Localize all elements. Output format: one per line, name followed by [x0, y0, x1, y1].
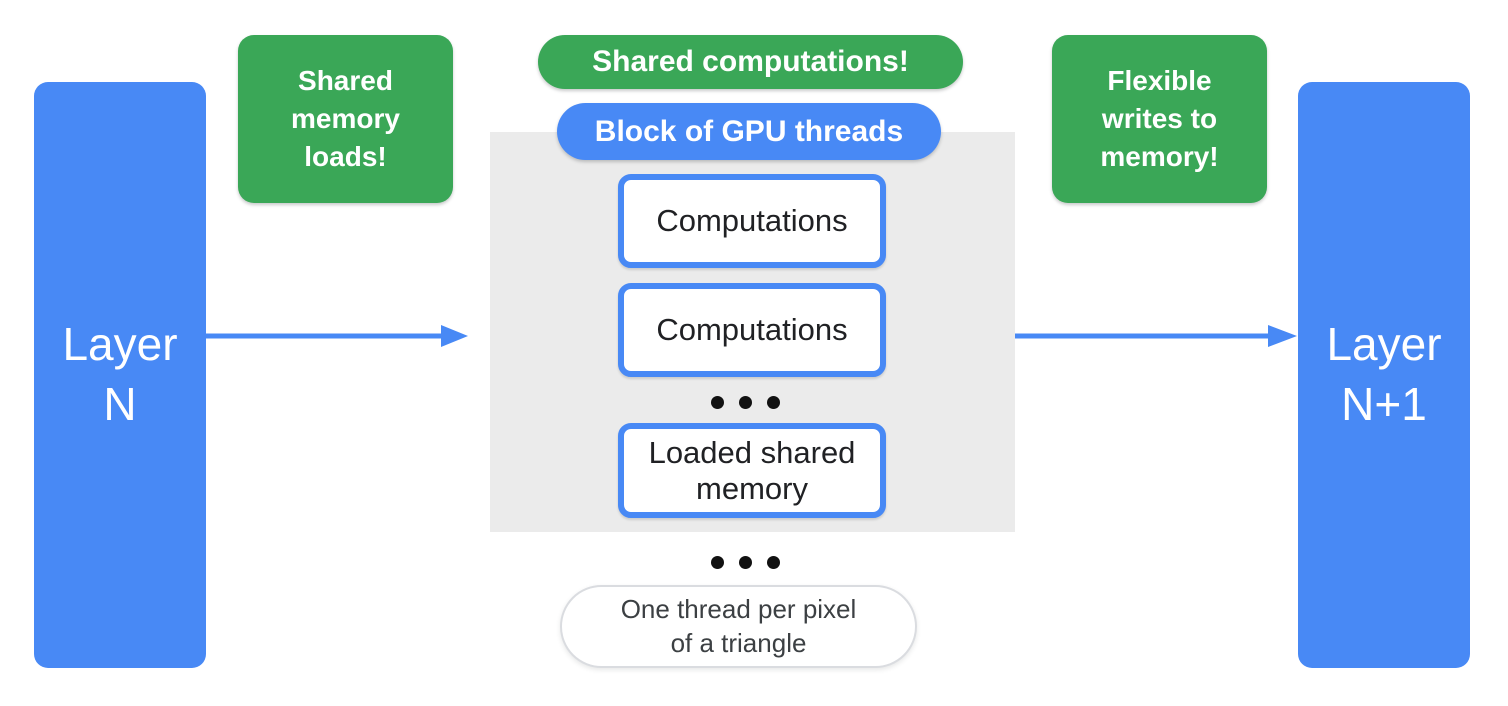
- dot-icon: [739, 396, 752, 409]
- computations-middle-label: Computations: [656, 312, 848, 348]
- one-thread-per-pixel-note: One thread per pixel of a triangle: [560, 585, 917, 668]
- layer-n-plus-1-label-line1: Layer: [1326, 318, 1442, 371]
- one-thread-note-line2: of a triangle: [670, 627, 807, 658]
- computations-box-middle: Computations: [618, 283, 886, 377]
- layer-n-plus-1-label-line2: N+1: [1341, 378, 1427, 430]
- flexible-writes-line2: writes to: [1101, 103, 1218, 135]
- ellipsis-inner-icon: [711, 396, 780, 409]
- layer-n-plus-1-box: Layer N+1: [1298, 82, 1470, 668]
- ellipsis-outer-icon: [711, 556, 780, 569]
- shared-computations-label: Shared computations!: [592, 45, 909, 78]
- computations-box-top: Computations: [618, 174, 886, 268]
- layer-n-box: Layer N: [34, 82, 206, 668]
- shared-memory-loads-line1: Shared: [298, 65, 393, 97]
- layer-n-label-line1: Layer: [62, 318, 178, 371]
- shared-computations-pill: Shared computations!: [538, 35, 963, 89]
- computations-top-label: Computations: [656, 203, 848, 239]
- dot-icon: [739, 556, 752, 569]
- shared-memory-loads-line3: loads!: [304, 140, 387, 172]
- dot-icon: [767, 556, 780, 569]
- dot-icon: [711, 556, 724, 569]
- shared-memory-loads-note: Shared memory loads!: [238, 35, 453, 203]
- arrow-layer-n-to-block-icon: [206, 325, 468, 347]
- block-of-gpu-threads-pill: Block of GPU threads: [557, 103, 941, 160]
- shared-memory-loads-line2: memory: [291, 103, 400, 135]
- arrow-block-to-layer-n1-icon: [1015, 325, 1297, 347]
- dot-icon: [767, 396, 780, 409]
- flexible-writes-note: Flexible writes to memory!: [1052, 35, 1267, 203]
- loaded-shared-memory-line2: memory: [696, 470, 808, 506]
- block-of-gpu-threads-label: Block of GPU threads: [594, 114, 904, 148]
- dot-icon: [711, 396, 724, 409]
- flexible-writes-line1: Flexible: [1107, 65, 1212, 97]
- flexible-writes-line3: memory!: [1100, 140, 1219, 172]
- layer-n-label-line2: N: [103, 378, 137, 430]
- loaded-shared-memory-box: Loaded shared memory: [618, 423, 886, 518]
- loaded-shared-memory-line1: Loaded shared: [648, 434, 856, 470]
- one-thread-note-line1: One thread per pixel: [620, 593, 857, 624]
